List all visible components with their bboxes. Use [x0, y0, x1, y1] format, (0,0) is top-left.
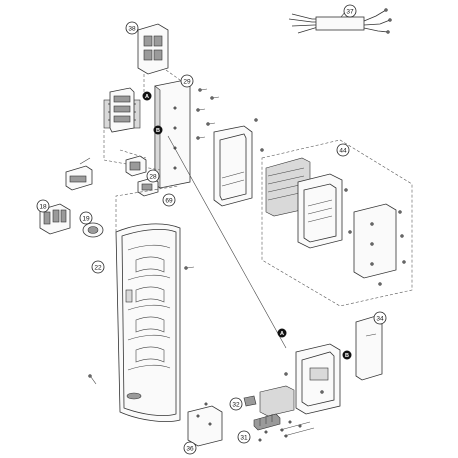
svg-text:A: A	[145, 94, 149, 100]
callout-29: 29	[180, 74, 194, 88]
svg-text:69: 69	[165, 198, 173, 205]
badge-b-bottom: B	[342, 350, 352, 360]
part-19-knob	[82, 222, 104, 238]
svg-text:36: 36	[186, 446, 194, 453]
cover-part-34	[355, 315, 383, 381]
callout-36: 36	[183, 441, 197, 455]
svg-text:38: 38	[128, 26, 136, 33]
clip-left	[65, 157, 93, 191]
callout-22: 22	[91, 260, 105, 274]
svg-text:A: A	[280, 331, 284, 337]
svg-text:31: 31	[240, 435, 248, 442]
part-18-terminal	[39, 203, 71, 235]
callout-34: 34	[373, 311, 387, 325]
svg-text:B: B	[345, 353, 349, 359]
svg-text:B: B	[156, 128, 160, 134]
callout-32: 32	[229, 397, 243, 411]
control-bracket-part-29	[103, 79, 191, 189]
screws-group-29	[196, 88, 220, 140]
callout-38: 38	[125, 21, 139, 35]
callout-37: 37	[343, 4, 357, 18]
front-panel-part-22	[88, 185, 195, 422]
svg-text:32: 32	[232, 402, 240, 409]
assembly-part-44	[261, 139, 413, 307]
svg-text:18: 18	[39, 204, 47, 211]
wire-harness	[288, 8, 392, 34]
middle-frame	[213, 118, 264, 207]
connector-line-a	[167, 135, 287, 349]
callout-44: 44	[336, 143, 350, 157]
svg-text:22: 22	[94, 265, 102, 272]
svg-text:37: 37	[346, 9, 354, 16]
callout-31: 31	[237, 430, 251, 444]
svg-text:28: 28	[149, 174, 157, 181]
callout-19: 19	[79, 211, 93, 225]
svg-text:44: 44	[339, 148, 347, 155]
badge-a-top: A	[142, 91, 152, 101]
callout-69: 69	[162, 193, 176, 207]
svg-text:34: 34	[376, 316, 384, 323]
badge-a-bottom: A	[277, 328, 287, 338]
lower-bracket-assembly	[187, 343, 341, 447]
callout-18: 18	[36, 199, 50, 213]
svg-text:19: 19	[82, 216, 90, 223]
small-parts-28-69	[119, 149, 159, 197]
svg-text:29: 29	[183, 79, 191, 86]
badge-b-top: B	[153, 125, 163, 135]
callout-28: 28	[146, 169, 160, 183]
